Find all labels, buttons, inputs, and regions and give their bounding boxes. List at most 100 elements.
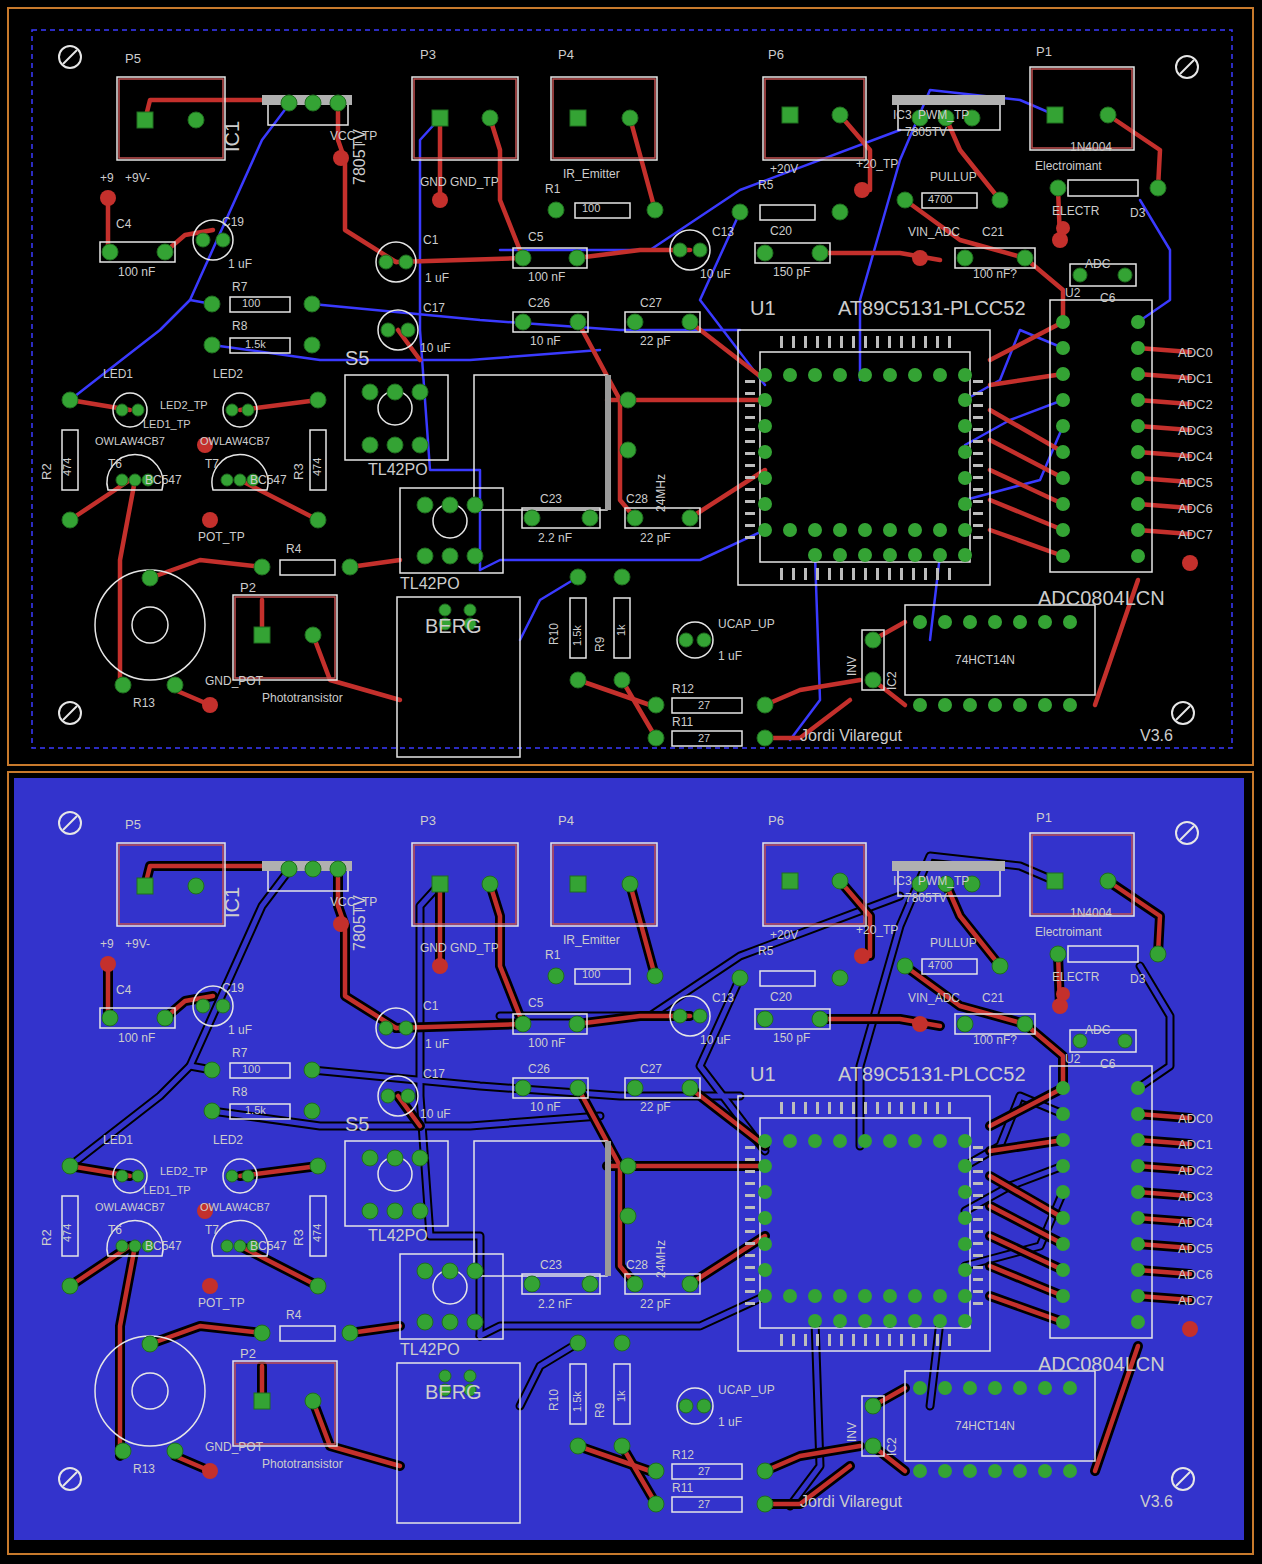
silk-label: 7805TV: [905, 126, 947, 138]
silk-label: P4: [558, 814, 574, 827]
silk-label: UCAP_UP: [718, 618, 775, 630]
silk-label: BC547: [250, 474, 287, 486]
silk-label: ADC7: [1178, 528, 1213, 541]
silk-label: LED1: [103, 1134, 133, 1146]
silk-label: ADC2: [1178, 1164, 1213, 1177]
board-outline: [8, 772, 1253, 1554]
silk-label: TL42PO: [368, 462, 428, 478]
silk-label: GND_POT: [205, 675, 263, 687]
silk-label: 22 pF: [640, 1298, 671, 1310]
silk-label: POT_TP: [198, 531, 245, 543]
silk-label: TL42PO: [400, 1342, 460, 1358]
silk-label: 474: [62, 1224, 73, 1242]
silk-label: 74HCT14N: [955, 654, 1015, 666]
silk-label: 7805TV: [905, 892, 947, 904]
silk-label: 474: [312, 1224, 323, 1242]
silk-label: 100: [242, 298, 260, 309]
silk-label: R1: [545, 949, 560, 961]
silk-label: R5: [758, 179, 773, 191]
silk-label: 1k: [616, 624, 627, 636]
pour-outline: [32, 30, 1232, 748]
silk-label: 24MHz: [655, 474, 667, 512]
ground-pour: [14, 778, 1244, 1540]
silk-label: C21: [982, 992, 1004, 1004]
silk-label: +9: [100, 172, 114, 184]
silk-label: GND: [420, 176, 447, 188]
silk-label: ADC1: [1178, 372, 1213, 385]
silk-label: C1: [423, 1000, 438, 1012]
silk-label: BC547: [250, 1240, 287, 1252]
silk-label: Phototransistor: [262, 692, 343, 704]
silk-label: ADC2: [1178, 398, 1213, 411]
silk-label: 100: [582, 969, 600, 980]
silk-label: P6: [768, 48, 784, 61]
silk-label: GND_POT: [205, 1441, 263, 1453]
silk-label: INV: [846, 1422, 858, 1442]
silk-label: 1 uF: [718, 650, 742, 662]
silk-label: D3: [1130, 207, 1145, 219]
silk-label: +20V: [770, 163, 798, 175]
silk-label: C1: [423, 234, 438, 246]
silk-label: R5: [758, 945, 773, 957]
silk-label: C21: [982, 226, 1004, 238]
silk-label: IC2: [886, 1437, 898, 1456]
silk-label: Electroimant: [1035, 160, 1102, 172]
silk-label: IC2: [886, 671, 898, 690]
silk-label: 10 nF: [530, 335, 561, 347]
silk-label: S5: [345, 348, 369, 368]
silk-label: P2: [240, 1347, 256, 1360]
silk-label: 1.5k: [245, 1105, 266, 1116]
components: [59, 46, 1198, 757]
silk-label: P3: [420, 814, 436, 827]
silk-label: IC1: [222, 887, 242, 918]
silk-label: 1.5k: [572, 1391, 583, 1412]
silk-label: R9: [594, 637, 606, 652]
silk-label: +9V-: [125, 938, 150, 950]
silk-label: ELECTR: [1052, 971, 1099, 983]
silk-label: INV: [846, 656, 858, 676]
silk-label: R10: [548, 623, 560, 645]
silk-label: LED1_TP: [143, 419, 191, 430]
silk-label: OWLAW4CB7: [200, 436, 270, 447]
silk-label: 10 uF: [420, 1108, 451, 1120]
silk-label: U2: [1065, 1053, 1080, 1065]
silk-label: D3: [1130, 973, 1145, 985]
silk-label: P3: [420, 48, 436, 61]
silk-label: R2: [40, 463, 53, 480]
silk-label: VIN_ADC: [908, 992, 960, 1004]
silk-label: C23: [540, 493, 562, 505]
silk-label: T6: [108, 458, 122, 470]
silk-label: Electroimant: [1035, 926, 1102, 938]
silk-label: C13: [712, 992, 734, 1004]
silk-label: ADC6: [1178, 1268, 1213, 1281]
silk-label: VCC_TP: [330, 896, 377, 908]
silk-label: R9: [594, 1403, 606, 1418]
silk-label: TL42PO: [400, 576, 460, 592]
silk-label: C13: [712, 226, 734, 238]
silk-label: IR_Emitter: [563, 934, 620, 946]
silk-label: C20: [770, 225, 792, 237]
silk-label: 100 nF?: [973, 268, 1017, 280]
silk-label: P1: [1036, 45, 1052, 58]
silk-label: R4: [286, 1309, 301, 1321]
silk-label: R3: [292, 463, 305, 480]
silk-label: R8: [232, 1086, 247, 1098]
silk-label: GND_TP: [450, 176, 499, 188]
silk-label: AT89C5131-PLCC52: [838, 1064, 1026, 1084]
silk-label: C20: [770, 991, 792, 1003]
silk-label: PWM_TP: [918, 875, 969, 887]
silk-label: UCAP_UP: [718, 1384, 775, 1396]
silk-label: C5: [528, 997, 543, 1009]
silk-label: ADC1: [1178, 1138, 1213, 1151]
silk-label: 4700: [928, 194, 952, 205]
silk-label: ADC0804LCN: [1038, 1354, 1165, 1374]
silk-label: 10 uF: [700, 1034, 731, 1046]
silk-label: C19: [222, 216, 244, 228]
silk-label: V3.6: [1140, 728, 1173, 744]
silk-label: C17: [423, 302, 445, 314]
silk-label: 1 uF: [425, 1038, 449, 1050]
silk-label: U2: [1065, 287, 1080, 299]
silk-label: 22 pF: [640, 335, 671, 347]
silk-label: ADC0: [1178, 1112, 1213, 1125]
